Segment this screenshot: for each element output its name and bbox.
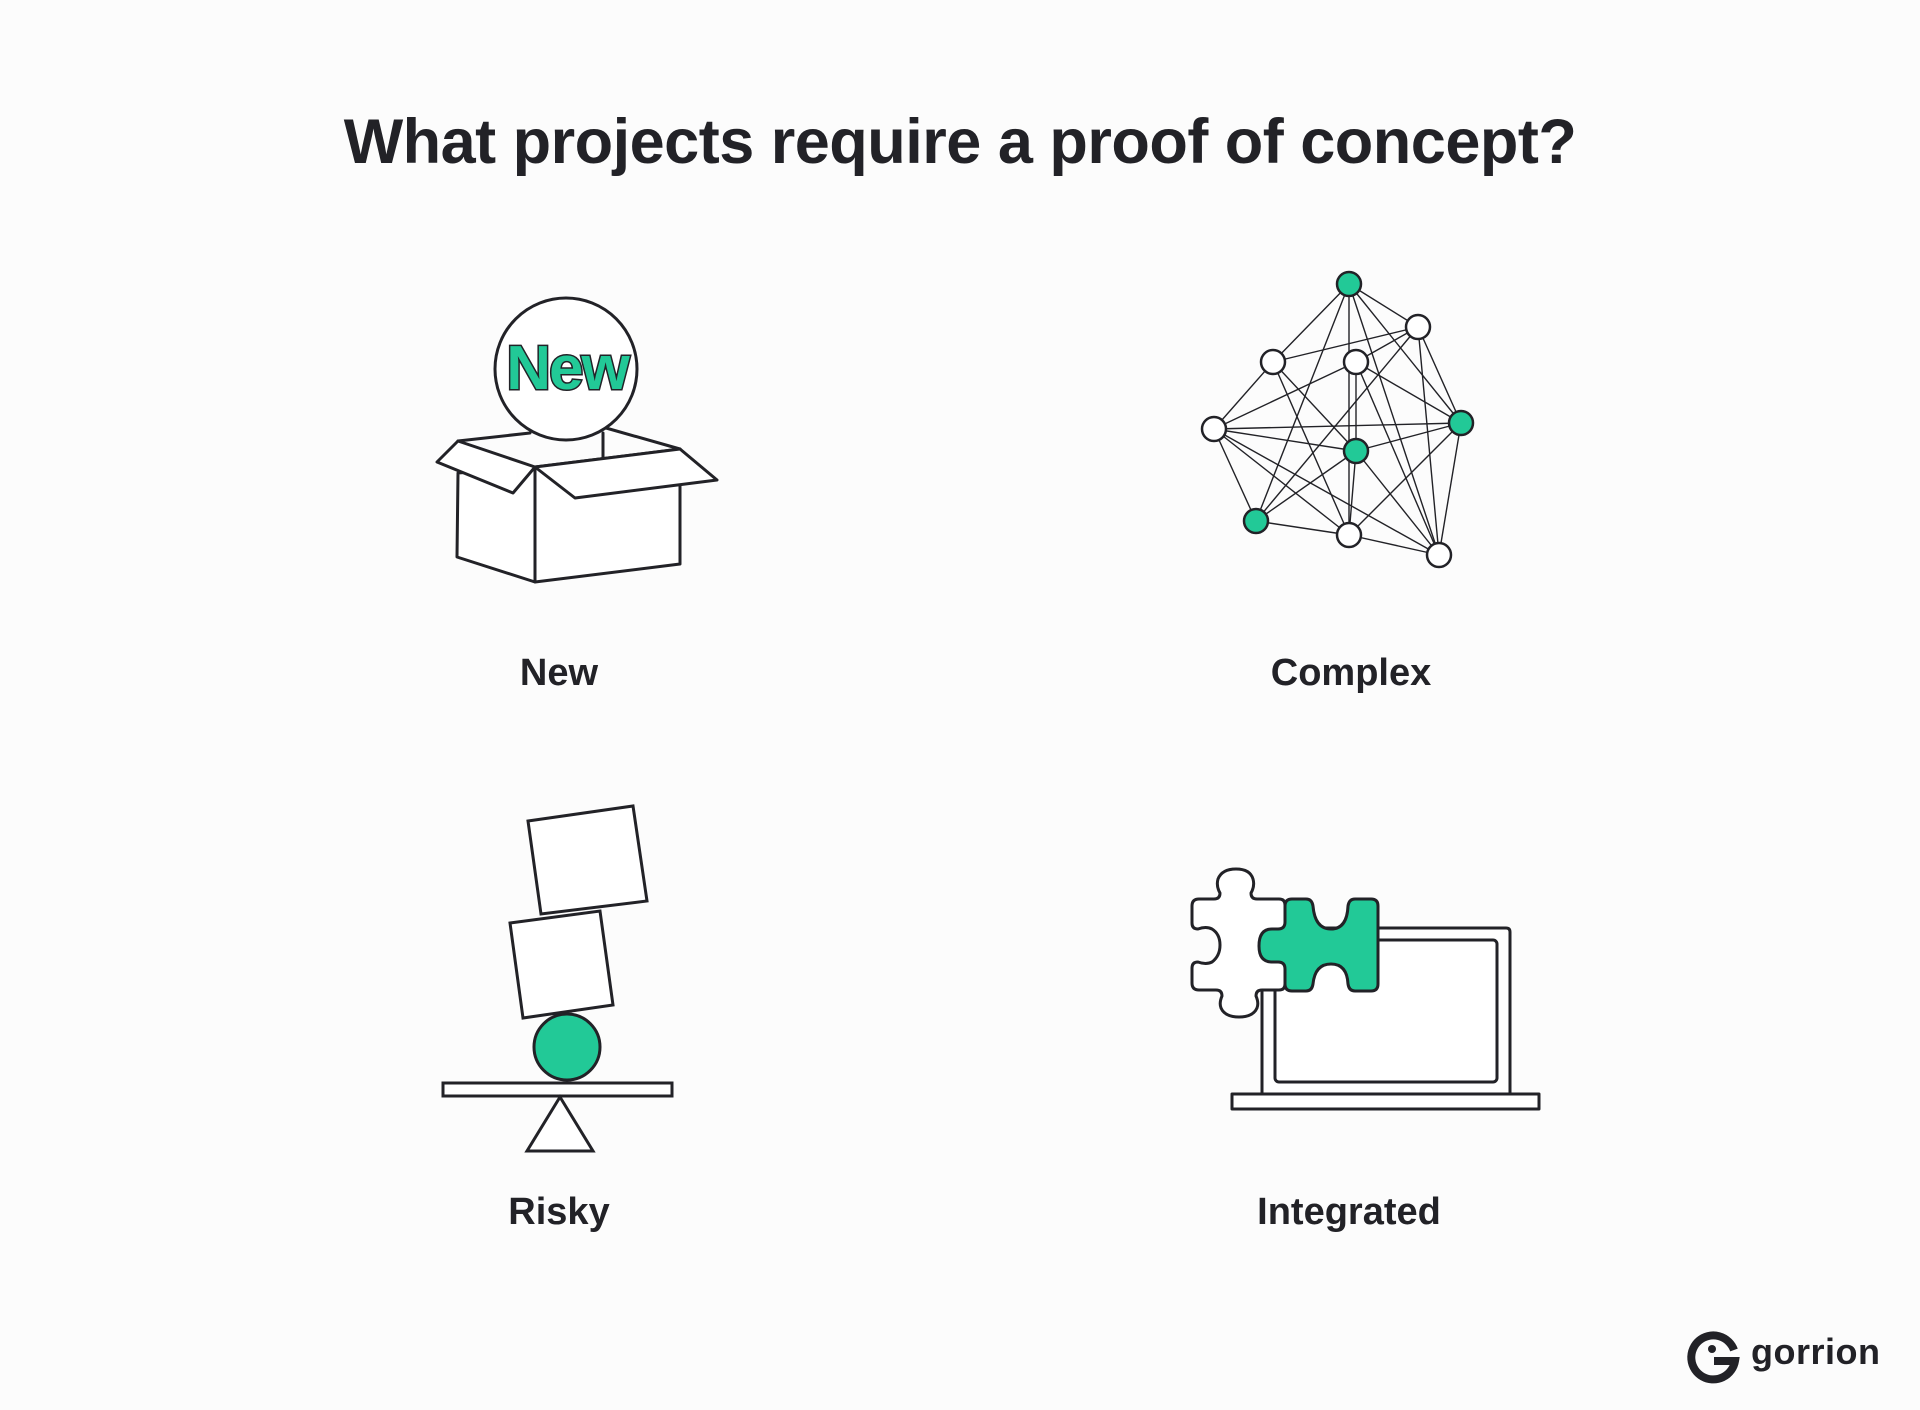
- network-edge: [1417, 326, 1440, 556]
- network-node: [1425, 541, 1453, 569]
- network-edge: [1213, 428, 1257, 522]
- network-edge: [1213, 422, 1462, 430]
- card-label-integrated: Integrated: [1257, 1191, 1441, 1233]
- network-node: [1335, 270, 1363, 298]
- network-edges: [1213, 283, 1462, 556]
- network-edge: [1355, 361, 1440, 556]
- ball: [532, 1012, 602, 1082]
- network-edge: [1438, 422, 1462, 556]
- plank: [441, 1081, 674, 1098]
- network-node: [1335, 521, 1363, 549]
- puzzle-laptop-icon: [1190, 867, 1541, 1111]
- white-puzzle-piece: [1190, 867, 1287, 1019]
- network-edge: [1255, 283, 1350, 522]
- network-edge: [1348, 450, 1357, 536]
- network-node: [1404, 313, 1432, 341]
- network-edge: [1348, 422, 1462, 536]
- network-edge: [1213, 428, 1440, 556]
- network-edge: [1348, 283, 1440, 556]
- network-edge: [1213, 428, 1357, 452]
- network-edge: [1348, 283, 1419, 328]
- card-label-new: New: [519, 652, 599, 694]
- network-node: [1447, 409, 1475, 437]
- card-label-risky: Risky: [508, 1191, 610, 1233]
- network-node: [1200, 415, 1228, 443]
- network-node: [1242, 507, 1270, 535]
- fulcrum: [524, 1094, 596, 1153]
- network-edge: [1355, 450, 1440, 556]
- green-puzzle-piece: [1257, 897, 1380, 993]
- balancing-blocks-icon: [441, 804, 674, 1153]
- gorrion-bird-logo-icon: [1687, 1331, 1740, 1384]
- network-edge: [1213, 361, 1274, 430]
- network-edge: [1213, 361, 1357, 430]
- network-edge: [1255, 450, 1357, 522]
- network-edge: [1355, 361, 1462, 424]
- network-edge: [1255, 520, 1350, 536]
- network-node: [1342, 437, 1370, 465]
- new-badge-circle: [493, 296, 639, 442]
- network-edge: [1417, 326, 1462, 424]
- middle-block: [508, 909, 615, 1020]
- card-label-complex: Complex: [1270, 652, 1432, 694]
- network-edge: [1255, 326, 1419, 522]
- network-edge: [1272, 361, 1357, 452]
- network-edge: [1348, 283, 1462, 424]
- network-edge: [1348, 534, 1440, 556]
- network-edge: [1272, 326, 1419, 363]
- new-badge-text: New: [506, 334, 630, 403]
- brand-name: gorrion: [1751, 1331, 1881, 1372]
- page-title: What projects require a proof of concept…: [343, 107, 1577, 177]
- top-block: [526, 804, 649, 916]
- network-edge: [1355, 422, 1462, 452]
- network-graph-icon: [1200, 270, 1475, 569]
- open-box-with-new-badge-icon: [435, 296, 719, 584]
- network-edge: [1272, 361, 1350, 536]
- network-node: [1259, 348, 1287, 376]
- network-edge: [1213, 428, 1350, 536]
- network-edge: [1272, 283, 1350, 363]
- network-node: [1342, 348, 1370, 376]
